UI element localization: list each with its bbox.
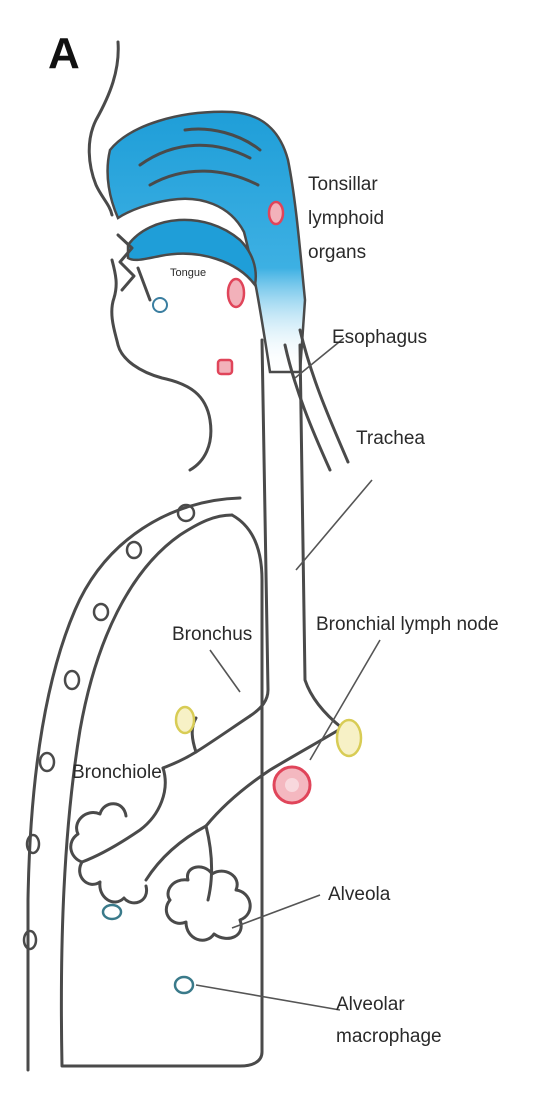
leader-alveola [232, 895, 320, 928]
bronchus-label: Bronchus [172, 624, 252, 645]
trachea-tube [250, 340, 342, 728]
tonsil-node-3 [218, 360, 232, 374]
leader-bronchus [210, 650, 240, 692]
macrophage-marker-2 [175, 977, 193, 993]
leader-trachea [296, 480, 372, 570]
esophagus-label: Esophagus [332, 327, 427, 348]
tonsillar-label-3: organs [308, 242, 366, 263]
tongue-label: Tongue [170, 267, 206, 279]
lip-circle [153, 298, 167, 312]
pleural-node-3 [94, 604, 108, 620]
macrophage-marker-1 [103, 905, 121, 919]
bronchial-lymph-node-label: Bronchial lymph node [316, 614, 499, 635]
pleural-node-7 [24, 931, 36, 949]
alveolar-macrophage-label-2: macrophage [336, 1026, 442, 1047]
pleural-node-2 [127, 542, 141, 558]
tonsillar-label-1: Tonsillar [308, 174, 378, 195]
bronchial-lymph-node-core [285, 778, 299, 792]
pleural-nodes [24, 505, 194, 949]
pleural-node-5 [40, 753, 54, 771]
pleural-node-4 [65, 671, 79, 689]
bronchus-node [176, 707, 194, 733]
alveolar-macrophage-label-1: Alveolar [336, 994, 405, 1015]
lung-inner-boundary [61, 515, 262, 1066]
trachea-label: Trachea [356, 428, 425, 449]
panel-letter: A [48, 29, 80, 78]
tonsil-node-1 [269, 202, 283, 224]
bronchiole-branch [82, 718, 206, 880]
leader-macrophage [196, 985, 340, 1010]
alveola-label: Alveola [328, 884, 391, 905]
bronchial-node-yellow [337, 720, 361, 756]
bronchiole-lobules [71, 804, 147, 903]
tonsillar-label-2: lymphoid [308, 208, 384, 229]
tonsil-node-2 [228, 279, 244, 307]
bronchiole-label: Bronchiole [72, 762, 162, 783]
